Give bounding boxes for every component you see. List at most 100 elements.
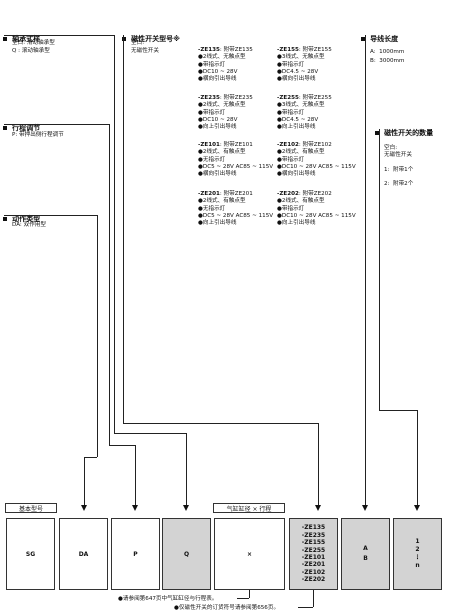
connector-line: [4, 35, 114, 36]
connector-line: [186, 433, 187, 506]
code-box-sg-text: SG: [25, 550, 36, 558]
connector-line: [109, 445, 135, 446]
arrow-down-icon: [132, 505, 138, 511]
connector-line: [379, 129, 380, 410]
switch-cell-ze235: -ZE235: 附带ZE235 ●2线式、无触点型 ●带指示灯 ●DC10 ~ …: [198, 95, 253, 131]
switch-cell-ze255: -ZE255: 附带ZE255 ●3线式、无触点型 ●带指示灯 ●DC4.5 ~…: [277, 95, 332, 131]
switch-cell-ze135: -ZE135: 附带ZE135 ●2线式、无触点型 ●带指示灯 ●DC10 ~ …: [198, 47, 253, 83]
action-title: 动作类型: [12, 215, 41, 223]
connector-line: [114, 35, 115, 433]
code-box-da: DA: [59, 518, 108, 590]
code-box-qty: 1 2 ⋮ n: [393, 518, 442, 590]
code-box-bore-text: ×: [246, 550, 253, 558]
qty-option: 2: [415, 546, 420, 553]
stroke-adjust-title: 行程调节: [12, 124, 41, 132]
lead-length-line-2: B: 3000mm: [370, 58, 405, 64]
bore-stroke-label: 气缸缸径 × 行程: [213, 503, 285, 513]
stroke-adjust-line-1: P: 带押出侧行程调节: [12, 132, 64, 138]
action-line-1: DA: 双作用型: [12, 222, 46, 228]
connector-line: [84, 457, 97, 458]
action-section: 动作类型: [3, 206, 40, 225]
switch-cell-head: -ZE101: [198, 142, 220, 149]
bore-stroke-label-text: 气缸缸径 × 行程: [226, 505, 272, 513]
bearing-line-1: 空白: 滑动轴承型: [12, 40, 55, 46]
code-box-lead: A B: [341, 518, 390, 590]
stroke-adjust-section: 行程调节: [3, 115, 40, 134]
bearing-section: 轴承式样: [3, 26, 40, 45]
qty-option: n: [415, 562, 420, 569]
switch-model-line-2: 无磁性开关: [131, 48, 159, 54]
arrow-down-icon: [183, 505, 189, 511]
lead-length-section: 导线长度: [361, 26, 398, 45]
switch-cell-ze202: -ZE202: 附带ZE202 ●2线式、有触点型 ●带指示灯 ●DC10 ~ …: [277, 191, 356, 227]
switch-model-section: 磁性开关型号※: [122, 26, 180, 45]
switch-qty-title: 磁性开关的数量: [384, 129, 434, 137]
connector-line: [4, 215, 97, 216]
switch-cell-head: -ZE255: [277, 95, 299, 102]
code-box-q: Q: [162, 518, 211, 590]
bullet-square-icon: [3, 37, 7, 41]
bearing-line-2: Q : 滚动轴承型: [12, 48, 50, 54]
arrow-down-icon: [81, 505, 87, 511]
connector-line: [237, 598, 249, 599]
switch-qty-lines: 空白: 无磁性开关 1: 附带1个 2: 附带2个: [384, 145, 414, 188]
code-box-da-text: DA: [78, 550, 89, 558]
code-box-p: P: [111, 518, 160, 590]
switch-list: -ZE135 -ZE235 -ZE155 -ZE255 -ZE101 -ZE20…: [302, 524, 325, 583]
arrow-down-icon: [362, 505, 368, 511]
code-box-switch-list: -ZE135 -ZE235 -ZE155 -ZE255 -ZE101 -ZE20…: [289, 518, 338, 590]
bullet-square-icon: [361, 37, 365, 41]
connector-line: [313, 590, 314, 607]
bullet-square-icon: [3, 217, 7, 221]
switch-cell-head: -ZE135: [198, 47, 220, 54]
qty-option: 1: [415, 538, 420, 545]
switch-list-item: -ZE235: [301, 531, 326, 539]
switch-qty-section: 磁性开关的数量: [375, 120, 433, 139]
switch-cell-head: -ZE102: [277, 142, 299, 149]
connector-line: [114, 433, 186, 434]
switch-list-item: -ZE135: [301, 524, 326, 532]
switch-list-item: -ZE255: [301, 546, 326, 554]
qty-option: ⋮: [414, 554, 421, 561]
code-box-sg: SG: [6, 518, 55, 590]
switch-list-item: -ZE101: [301, 554, 326, 561]
switch-cell-head: -ZE235: [198, 95, 220, 102]
switch-cell-ze102: -ZE102: 附带ZE102 ●2线式、有触点型 ●带指示灯 ●DC10 ~ …: [277, 142, 356, 178]
switch-cell-head: -ZE155: [277, 47, 299, 54]
connector-line: [4, 124, 109, 125]
switch-list-item: -ZE202: [301, 576, 326, 584]
bullet-square-icon: [122, 37, 126, 41]
switch-cell-head: -ZE201: [198, 191, 220, 198]
arrow-down-icon: [414, 505, 420, 511]
code-box-bore: ×: [214, 518, 285, 590]
lead-option: B: [363, 555, 368, 562]
switch-list-item: -ZE102: [301, 568, 326, 576]
switch-model-line-1: 空白:: [131, 40, 145, 46]
connector-line: [298, 607, 313, 608]
basic-model-label-text: 基本型号: [18, 505, 43, 513]
connector-line: [365, 35, 366, 506]
connector-line: [417, 410, 418, 506]
lead-length-title: 导线长度: [370, 35, 399, 43]
switch-cell-ze101: -ZE101: 附带ZE101 ●2线式、有触点型 ●无指示灯 ●DC5 ~ 2…: [198, 142, 274, 178]
bullet-square-icon: [3, 126, 7, 130]
note-bore-table: ●请参阅第647页中气缸缸径与行程表。: [118, 596, 218, 602]
switch-model-note-mark: ※: [173, 35, 180, 43]
lead-length-line-1: A: 1000mm: [370, 49, 405, 55]
switch-cell-ze155: -ZE155: 附带ZE155 ●3线式、无触点型 ●带指示灯 ●DC4.5 ~…: [277, 47, 332, 83]
connector-line: [84, 457, 85, 506]
basic-model-label: 基本型号: [5, 503, 57, 513]
bullet-square-icon: [375, 131, 379, 135]
connector-line: [135, 445, 136, 506]
arrow-down-icon: [315, 505, 321, 511]
switch-cell-ze201: -ZE201: 附带ZE201 ●2线式、有触点型 ●无指示灯 ●DC5 ~ 2…: [198, 191, 274, 227]
connector-line: [123, 35, 124, 423]
bearing-title: 轴承式样: [12, 35, 41, 43]
connector-line: [318, 423, 319, 506]
switch-model-title: 磁性开关型号: [131, 35, 174, 43]
switch-cell-head: -ZE202: [277, 191, 299, 198]
connector-line: [379, 410, 417, 411]
note-switch-order: ●仅磁性开关的订货符号请参阅第656页。: [174, 605, 280, 611]
switch-list-item: -ZE155: [301, 539, 326, 547]
connector-line: [109, 124, 110, 445]
